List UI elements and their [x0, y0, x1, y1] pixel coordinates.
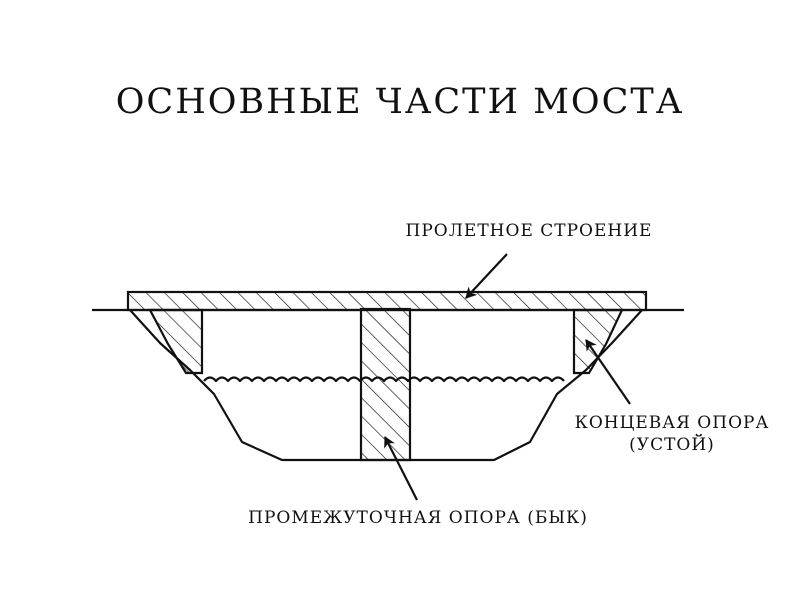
abutment-label-line2: (УСТОЙ) [629, 434, 715, 455]
central-pier [359, 307, 412, 462]
pier-label: ПРОМЕЖУТОЧНАЯ ОПОРА (БЫК) [248, 508, 588, 528]
abutment-label-line1: КОНЦЕВАЯ ОПОРА [575, 413, 770, 433]
diagram-title: ОСНОВНЫЕ ЧАСТИ МОСТА [116, 82, 685, 122]
abutment-arrow [585, 339, 631, 405]
span-deck [126, 290, 648, 312]
pier-arrow [384, 436, 418, 501]
span-arrow [465, 253, 508, 299]
span-label: ПРОЛЕТНОЕ СТРОЕНИЕ [406, 221, 653, 241]
